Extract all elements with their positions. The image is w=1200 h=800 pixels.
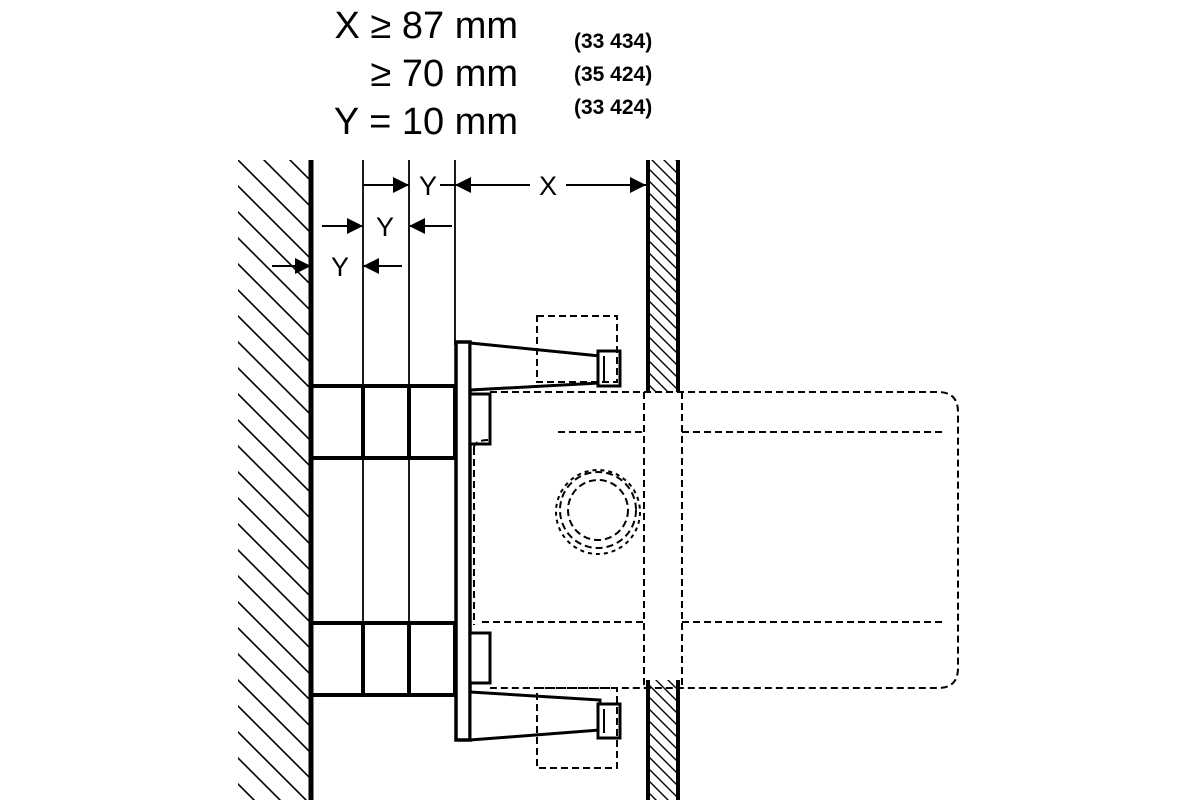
spec-x-min: X ≥ 87 mm (335, 5, 518, 47)
spec-note-2: (35 424) (574, 63, 652, 86)
dimension-y-label-bottom: Y (331, 252, 349, 282)
dimension-y-top: Y (363, 171, 455, 201)
spec-x-min-alt: ≥ 70 mm (370, 53, 518, 95)
mounting-plate (454, 340, 472, 742)
spacer-plates-upper (309, 384, 457, 460)
dimension-x-label: X (539, 171, 557, 201)
dimension-y-bottom: Y (272, 252, 402, 282)
spec-y-value: Y = 10 mm (334, 101, 518, 143)
left-wall (238, 160, 314, 800)
dimension-y-label-middle: Y (376, 212, 394, 242)
lower-screw (468, 631, 622, 742)
spacer-plates-lower (309, 621, 457, 697)
dimension-y-middle: Y (322, 212, 452, 242)
right-wall (646, 160, 680, 800)
hidden-outlines (473, 315, 959, 769)
upper-screw (468, 341, 622, 446)
spec-note-1: (33 434) (574, 30, 652, 53)
dimension-x: X (455, 171, 646, 201)
spec-note-3: (33 424) (574, 96, 652, 119)
spec-block: X ≥ 87 mm ≥ 70 mm Y = 10 mm (33 434) (35… (334, 5, 652, 143)
dimension-y-label-top: Y (419, 171, 437, 201)
